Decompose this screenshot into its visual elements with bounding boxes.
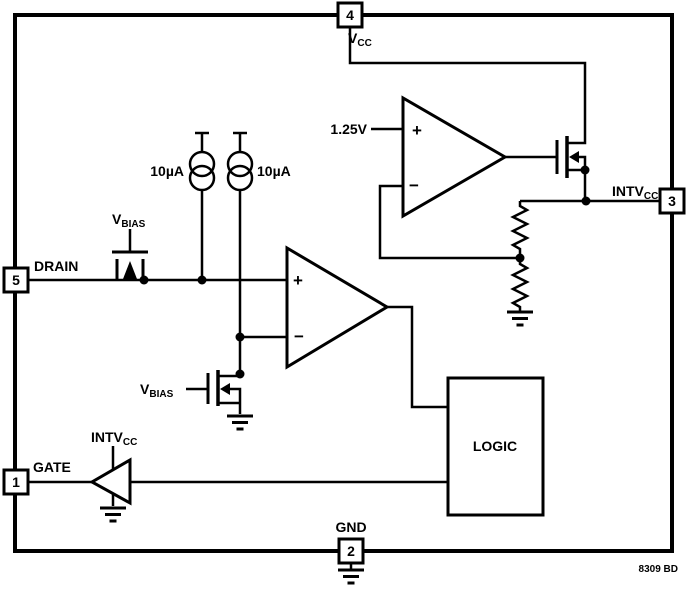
terminal-stubs — [218, 374, 242, 414]
buffer-supply-label: INTVCC — [91, 429, 137, 448]
pin-4: 4 VCC — [336, 1, 372, 49]
wire-vcc — [348, 27, 587, 145]
vbias-bottom-label: VBIAS — [140, 381, 174, 400]
resistor-divider — [507, 201, 533, 327]
ground-symbol — [100, 506, 126, 523]
current-source-right-label: 10µA — [257, 163, 291, 179]
wire-feedback — [378, 184, 520, 260]
junction-dots — [139, 165, 591, 379]
reference-amplifier: + − — [401, 95, 508, 219]
pin-2: GND 2 — [335, 519, 367, 585]
body-arrow-icon — [569, 151, 579, 163]
pin-3-number: 3 — [668, 193, 676, 209]
buffer-triangle — [88, 457, 132, 506]
body-arrow-icon — [220, 383, 230, 395]
pin-4-box — [336, 1, 364, 29]
gate-buffer — [88, 446, 132, 523]
pin-3-label: INTVCC — [612, 183, 658, 202]
wires — [28, 27, 660, 484]
amplifier-triangle — [401, 95, 508, 219]
pin-2-label: GND — [335, 519, 366, 535]
pin-3-box — [658, 187, 686, 215]
pin-3: 3 INTVCC — [612, 183, 686, 215]
pin-1-box — [2, 468, 30, 496]
pin-1-number: 1 — [12, 474, 20, 490]
logic-label: LOGIC — [473, 438, 517, 454]
pin-5-box — [2, 266, 30, 294]
minus-sign: − — [409, 176, 419, 195]
mosfet-drain-switch — [112, 229, 148, 280]
pin-1-label: GATE — [33, 459, 71, 475]
wire-comparator-to-logic — [387, 305, 447, 409]
ground-symbol — [227, 414, 253, 431]
ground-symbol — [338, 568, 364, 585]
pin-4-label: VCC — [348, 30, 372, 49]
mosfet-body-arrow-icon — [123, 261, 137, 279]
mosfet-vbias-offset — [186, 370, 253, 431]
plus-sign: + — [412, 121, 422, 140]
pin-2-number: 2 — [347, 543, 355, 559]
current-source-left — [188, 131, 216, 192]
comparator-triangle — [285, 245, 390, 370]
pin-5: 5 DRAIN — [2, 258, 78, 294]
current-source-left-label: 10µA — [150, 163, 184, 179]
vbias-top-label: VBIAS — [112, 211, 146, 230]
main-comparator: + − — [285, 245, 390, 370]
resistor-bottom — [510, 258, 530, 311]
pin-5-number: 5 — [12, 272, 20, 288]
current-source-right — [226, 131, 254, 192]
logic-box — [446, 376, 545, 517]
resistor-top — [510, 201, 530, 258]
logic-block: LOGIC — [446, 376, 545, 517]
figure-code: 8309 BD — [639, 564, 678, 575]
reference-voltage-label: 1.25V — [330, 121, 367, 137]
plus-sign: + — [293, 271, 303, 290]
ground-symbol — [507, 310, 533, 327]
pin-1: 1 GATE — [2, 459, 71, 496]
minus-sign: − — [294, 327, 304, 346]
pin-5-label: DRAIN — [34, 258, 78, 274]
pin-4-number: 4 — [346, 7, 354, 23]
